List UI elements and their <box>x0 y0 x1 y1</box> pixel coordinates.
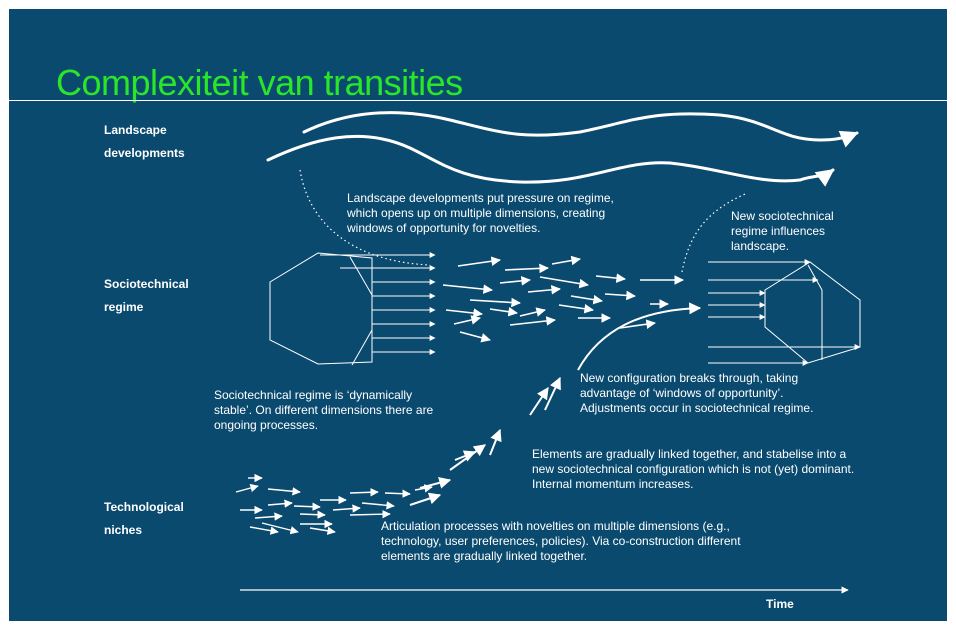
opening-arrow <box>595 273 626 283</box>
opening-arrow <box>469 297 521 308</box>
niche-arrow <box>254 512 283 521</box>
landscape-level-label-line1: Landscape <box>104 123 167 137</box>
slide: Complexiteit van transities <box>9 9 947 621</box>
niches-level-label-line2: niches <box>104 522 143 537</box>
regime-stable-note: Sociotechnical regime is ‘dynamically st… <box>214 388 434 432</box>
niche-arrow <box>309 526 336 535</box>
title-divider <box>9 100 947 101</box>
opening-arrow <box>453 315 481 325</box>
niche-arrow <box>261 522 299 535</box>
opening-arrow <box>499 276 531 286</box>
landscape-waves <box>266 111 859 187</box>
transition-diagram <box>235 111 861 594</box>
opening-arrow <box>558 303 594 314</box>
breakthrough-trajectory <box>409 302 702 506</box>
opening-arrow <box>551 255 581 266</box>
old-regime-inner-edge <box>349 256 373 366</box>
niche-arrow <box>293 502 321 511</box>
regime-level-label-line1: Sociotechnical <box>104 277 189 291</box>
opening-arrow <box>509 316 556 326</box>
trajectory-arrow <box>454 450 477 462</box>
niche-arrows <box>235 473 433 535</box>
opening-arrow <box>527 285 561 295</box>
niche-arrow <box>299 510 326 519</box>
niche-arrow <box>235 483 259 493</box>
opening-arrow <box>604 290 636 301</box>
old-regime-arrows <box>320 252 436 355</box>
opening-arrow <box>539 276 589 289</box>
trajectory-arrow <box>419 476 452 489</box>
linked-elements-note: Elements are gradually linked together, … <box>532 447 855 491</box>
trajectory-arrow <box>449 444 486 471</box>
niche-arrow <box>267 499 293 508</box>
articulation-note: Articulation processes with novelties on… <box>381 519 741 563</box>
opening-arrow <box>489 306 518 317</box>
niche-arrow <box>349 509 391 519</box>
new-regime-hexagon <box>764 261 861 364</box>
opening-arrow <box>442 284 493 294</box>
niche-arrow <box>361 501 395 510</box>
landscape-wave-end-upper <box>818 130 859 148</box>
niche-arrow <box>414 484 433 493</box>
breakthrough-curve <box>577 302 702 371</box>
breakthrough-note: New configuration breaks through, taking… <box>580 371 814 415</box>
new-regime-arrows <box>708 259 861 366</box>
niche-arrow <box>332 504 361 513</box>
opening-arrow <box>619 319 656 329</box>
niche-arrow <box>384 489 411 498</box>
regime-level-label: Sociotechnical regime <box>104 277 189 315</box>
landscape-level-label-line2: developments <box>104 145 185 160</box>
trajectory-arrow <box>409 492 442 506</box>
opening-arrow <box>457 256 501 267</box>
niches-level-label: Technological niches <box>104 500 184 538</box>
landscape-level-label: Landscape developments <box>104 123 185 161</box>
niches-level-label-line1: Technological <box>104 500 184 514</box>
landscape-wave-upper <box>302 111 822 142</box>
new-regime-outline <box>764 261 861 364</box>
slide-title: Complexiteit van transities <box>56 62 463 103</box>
trajectory-arrow <box>489 428 502 456</box>
trajectory-arrow <box>544 376 561 411</box>
time-axis-label: Time <box>766 597 794 611</box>
niche-arrow <box>249 526 279 535</box>
opening-regime-arrows <box>442 255 684 343</box>
landscape-wave-lower <box>266 134 802 184</box>
landscape-wave-end-lower <box>798 168 835 187</box>
niche-arrow <box>349 488 379 497</box>
opening-arrow <box>519 307 546 317</box>
regime-level-label-line2: regime <box>104 299 144 314</box>
niche-arrow <box>267 487 301 496</box>
old-regime-outline <box>269 252 373 365</box>
old-regime-hexagon <box>269 252 373 366</box>
opening-arrow <box>504 263 549 274</box>
new-regime-inner-edge <box>807 264 823 360</box>
trajectory-arrow <box>529 387 549 416</box>
opening-arrow <box>459 331 491 343</box>
opening-arrow <box>570 294 603 305</box>
landscape-pressure-note: Landscape developments put pressure on r… <box>347 191 614 235</box>
opening-arrow <box>445 308 483 318</box>
new-regime-note: New sociotechnical regime influences lan… <box>731 209 834 253</box>
